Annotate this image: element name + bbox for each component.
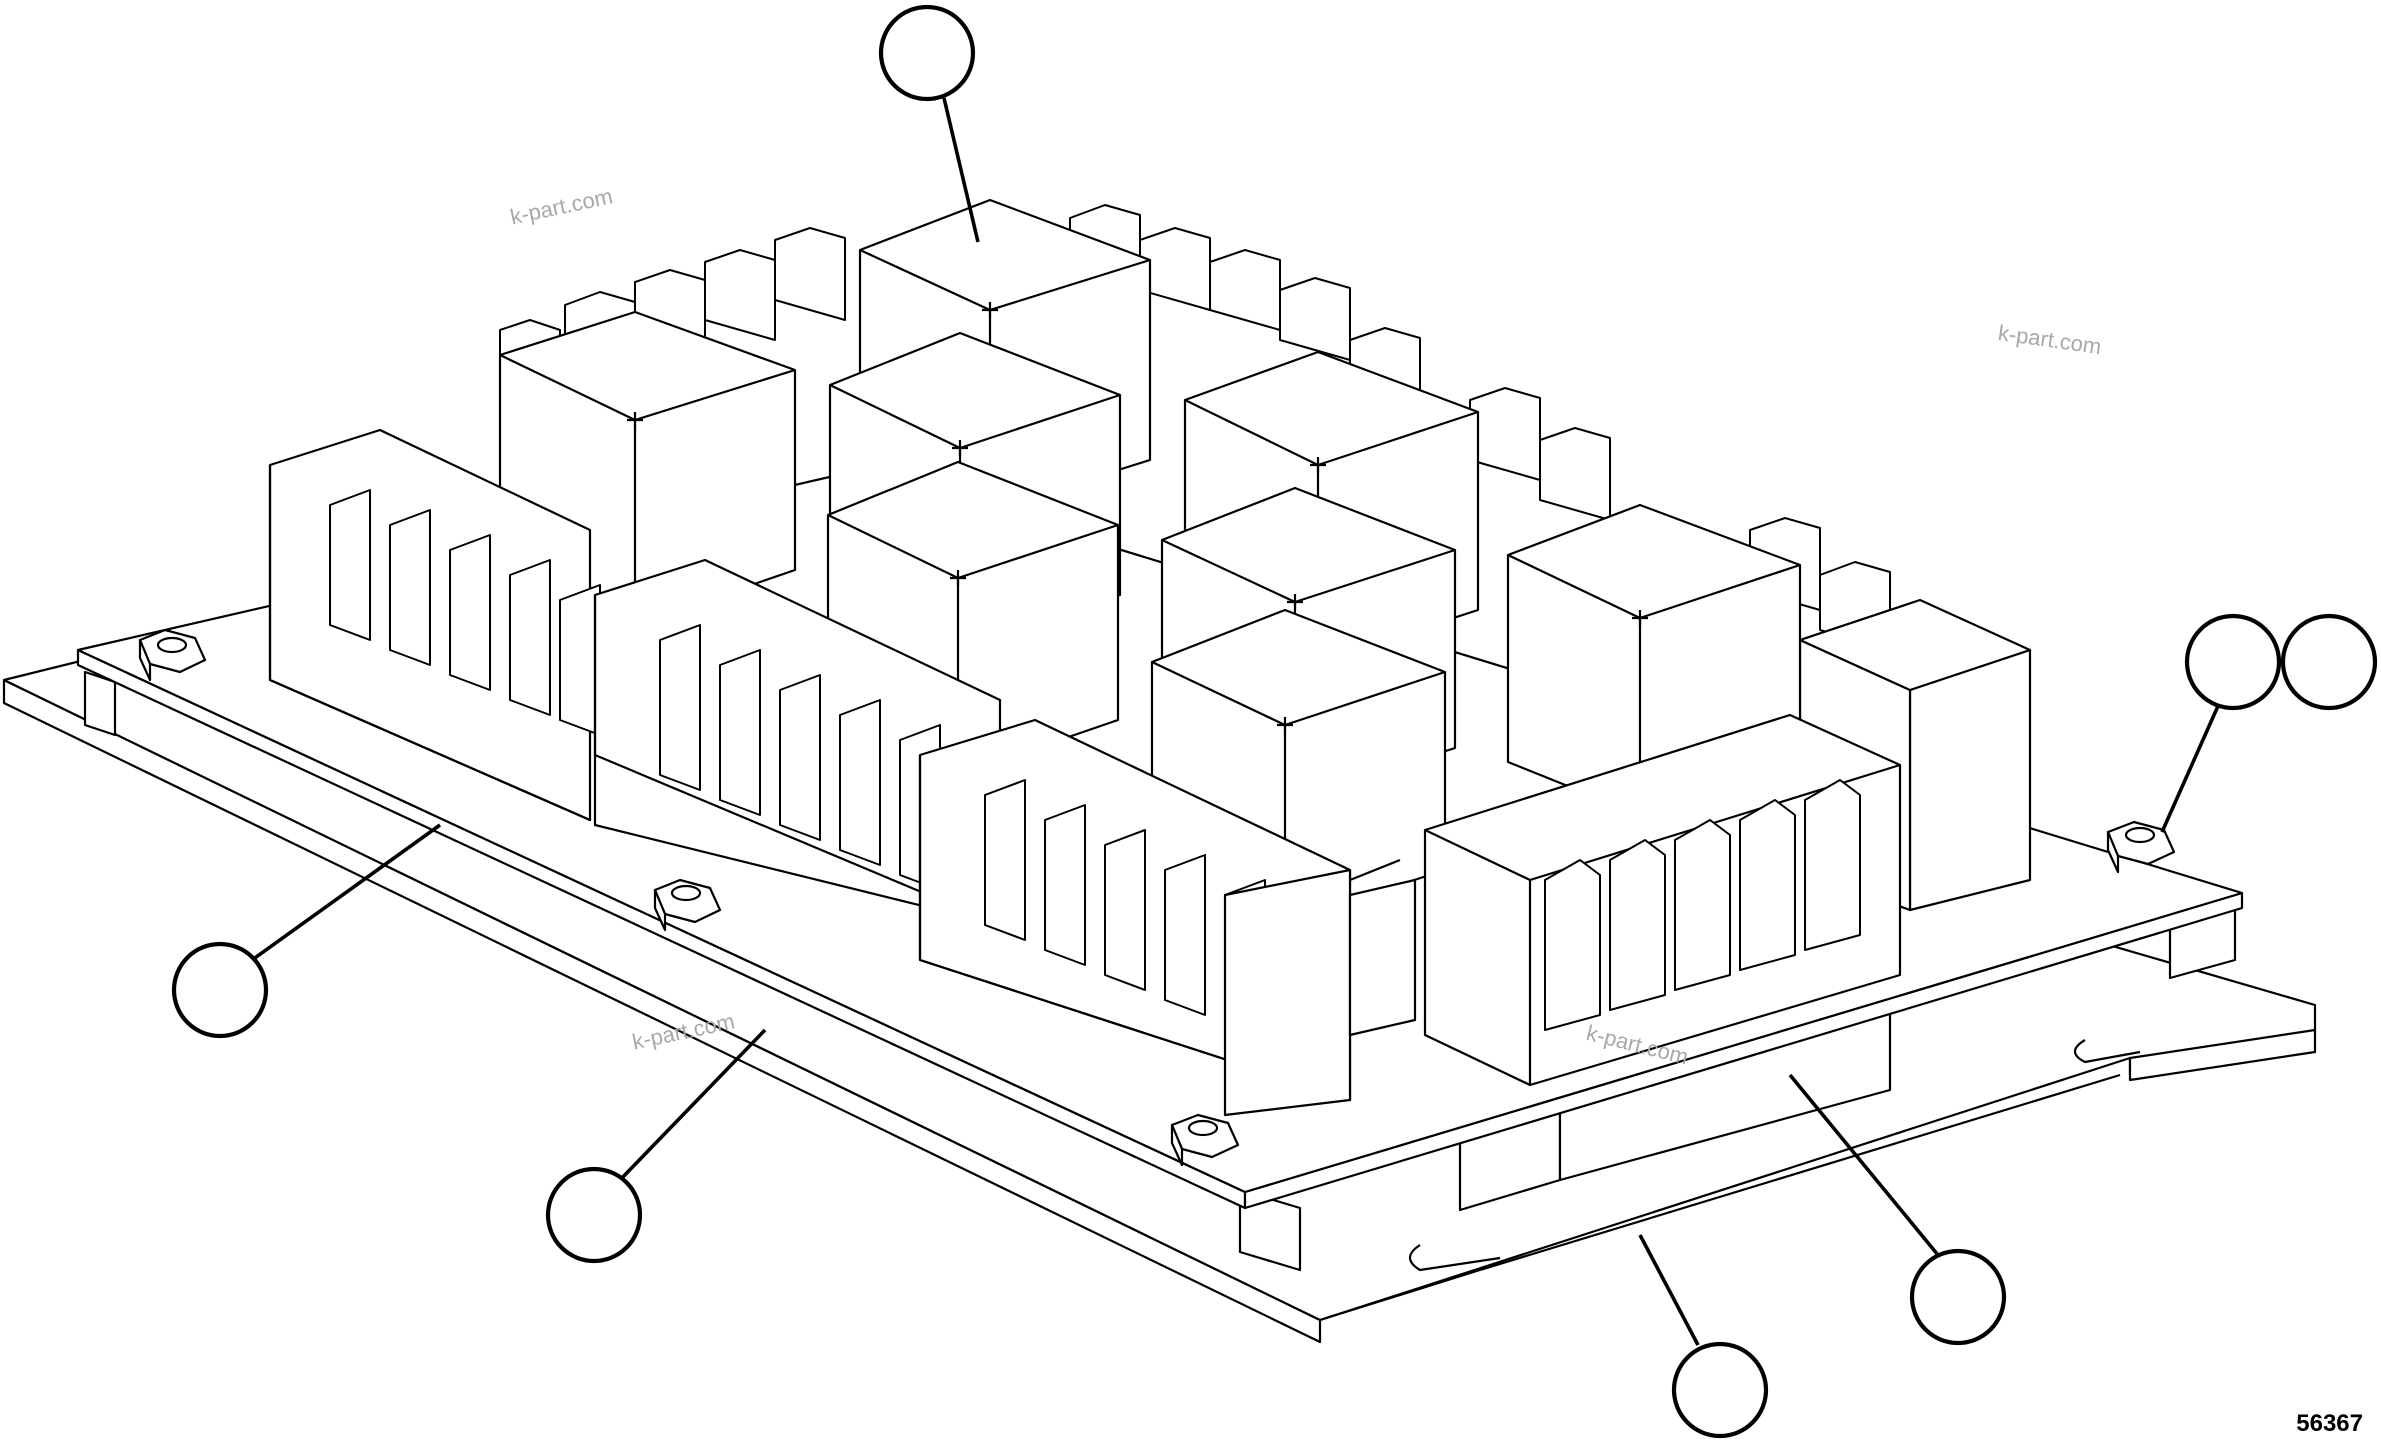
hex-nut-icon: [2106, 820, 2176, 874]
callout-nut: [2160, 613, 2378, 833]
fuse-holder-front: [918, 718, 1417, 1117]
callout-mounting-plate: [545, 1028, 767, 1264]
callout-circle-icon: [1671, 1341, 1769, 1439]
callout-standoff: [1788, 1073, 2007, 1346]
callout-circle-icon: [171, 941, 269, 1039]
callout-circle-icon: [2280, 613, 2378, 711]
callout-circle-icon: [545, 1166, 643, 1264]
callout-circle-icon: [2184, 613, 2282, 711]
callout-circle-icon: [1909, 1248, 2007, 1346]
callout-circle-icon: [878, 4, 976, 102]
relays: [498, 198, 1802, 924]
standoffs: [83, 670, 2237, 1272]
hex-nut-icon: [653, 878, 722, 932]
hex-nut-icon: [138, 628, 207, 682]
hex-nut-icon: [1170, 1113, 1240, 1167]
callout-pcb: [171, 823, 442, 1039]
fuse-holder-right: [1423, 713, 1902, 1087]
fuse-holder-left: [268, 428, 601, 822]
callout-relay: [878, 4, 980, 243]
callout-plate-slot: [1638, 1234, 1769, 1439]
fuse-holder-middle: [593, 558, 1002, 927]
figure-number: 56367: [2296, 1410, 2363, 1437]
